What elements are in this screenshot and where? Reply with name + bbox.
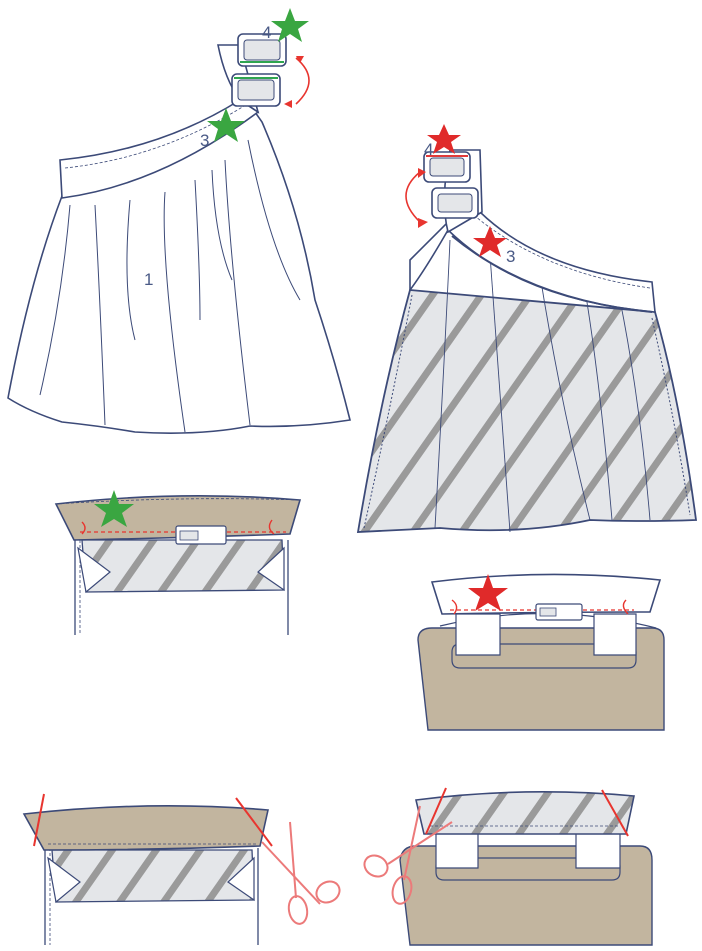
- right-trim-strip: [416, 792, 634, 834]
- left-strap-buckle-bottom: [232, 74, 280, 106]
- scissors-icon: [262, 822, 343, 925]
- left-strap-label-bottom: 3: [200, 131, 209, 150]
- right-strap-label-top: 4: [424, 140, 433, 159]
- right-trim-detail: [361, 788, 652, 945]
- right-strap-buckle-bottom: [432, 188, 478, 218]
- left-trim-detail: [24, 794, 343, 945]
- left-band-buckle: [176, 526, 226, 544]
- right-dress-skirt: [358, 290, 696, 532]
- left-band-lining: [82, 540, 284, 592]
- right-band-buckle: [536, 604, 582, 620]
- left-band-detail: [56, 490, 300, 635]
- left-dress: 4 3 1: [8, 8, 350, 433]
- left-trim-wrong-side: [24, 806, 268, 850]
- right-dress: 4 3: [358, 124, 696, 532]
- right-strap-arrow: [406, 172, 420, 222]
- right-strap-label-bottom: 3: [506, 247, 515, 266]
- right-band-detail: [418, 574, 664, 730]
- left-strap-label-top: 4: [262, 23, 271, 42]
- left-dress-body-label: 1: [144, 270, 153, 289]
- left-strap-arrow: [296, 58, 309, 104]
